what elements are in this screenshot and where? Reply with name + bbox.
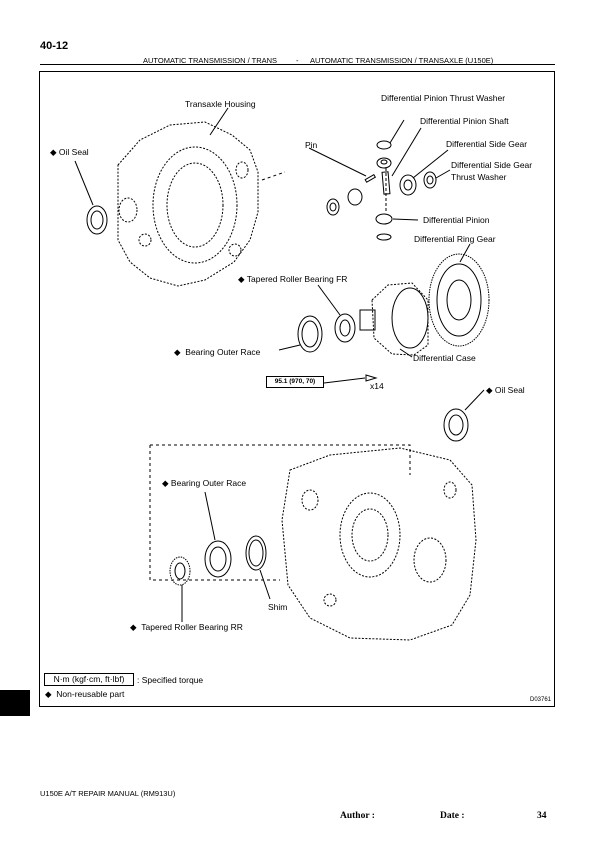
label-diff-side-gear: Differential Side Gear — [446, 139, 528, 149]
non-reusable-icon: ◆ — [486, 385, 493, 395]
label-transaxle-housing: Transaxle Housing — [185, 99, 256, 109]
legend-torque-unit: N·m (kgf·cm, ft·lbf) — [44, 673, 134, 686]
footer-manual: U150E A/T REPAIR MANUAL (RM913U) — [40, 789, 176, 798]
non-reusable-icon: ◆ — [174, 347, 181, 357]
non-reusable-icon: ◆ — [45, 689, 52, 699]
header-section-right: AUTOMATIC TRANSMISSION / TRANSAXLE (U150… — [310, 56, 494, 65]
label-diff-pinion-thrust-washer: Differential Pinion Thrust Washer — [381, 93, 506, 103]
figure-code: D03761 — [530, 697, 552, 703]
footer-date: Date : — [440, 811, 465, 821]
header-section-left: AUTOMATIC TRANSMISSION / TRANS — [143, 56, 278, 65]
label-diff-side-gear-thrust-washer-2: Thrust Washer — [451, 172, 507, 182]
label-diff-side-gear-thrust-washer-1: Differential Side Gear — [451, 160, 533, 170]
non-reusable-icon: ◆ — [50, 147, 57, 157]
oil-seal-right-drawing — [443, 408, 469, 442]
oil-seal-left-drawing — [86, 205, 108, 235]
label-tapered-roller-bearing-fr: ◆ Tapered Roller Bearing FR — [238, 274, 348, 284]
section-tab — [0, 690, 30, 716]
label-pin: Pin — [305, 140, 318, 150]
label-differential-case: Differential Case — [413, 353, 476, 363]
differential-case-drawing — [359, 282, 429, 356]
bearing-fr-drawing — [297, 313, 356, 353]
footer-page-number: 34 — [537, 811, 547, 821]
non-reusable-icon: ◆ — [238, 274, 245, 284]
bearing-rr-drawing — [169, 535, 267, 586]
label-bearing-outer-race-lower: ◆ Bearing Outer Race — [162, 478, 247, 488]
label-oil-seal-right: ◆ Oil Seal — [486, 385, 525, 395]
label-oil-seal-left: ◆ Oil Seal — [50, 147, 89, 157]
footer-author: Author : — [340, 811, 375, 821]
transmission-case-drawing — [281, 447, 477, 641]
page-number: 40-12 — [40, 40, 69, 52]
header-separator: - — [296, 56, 299, 65]
transaxle-housing-drawing — [117, 121, 259, 287]
diagram-frame — [39, 71, 555, 707]
ring-gear-drawing — [428, 253, 490, 347]
label-diff-pinion-shaft: Differential Pinion Shaft — [420, 116, 509, 126]
label-shim: Shim — [268, 602, 288, 612]
torque-value-box: 95.1 (970, 70) — [266, 376, 324, 388]
non-reusable-icon: ◆ — [130, 622, 137, 632]
legend-torque-text: : Specified torque — [137, 675, 204, 685]
label-tapered-roller-bearing-rr: ◆ Tapered Roller Bearing RR — [130, 622, 243, 632]
legend-non-reusable: ◆ Non-reusable part — [45, 689, 125, 699]
label-bearing-outer-race-upper: ◆ Bearing Outer Race — [174, 347, 261, 357]
non-reusable-icon: ◆ — [162, 478, 169, 488]
label-bolt-count: x14 — [370, 381, 384, 391]
label-diff-ring-gear: Differential Ring Gear — [414, 234, 496, 244]
header-rule — [40, 64, 555, 65]
diff-small-parts-drawing — [326, 140, 437, 241]
label-diff-pinion: Differential Pinion — [423, 215, 490, 225]
